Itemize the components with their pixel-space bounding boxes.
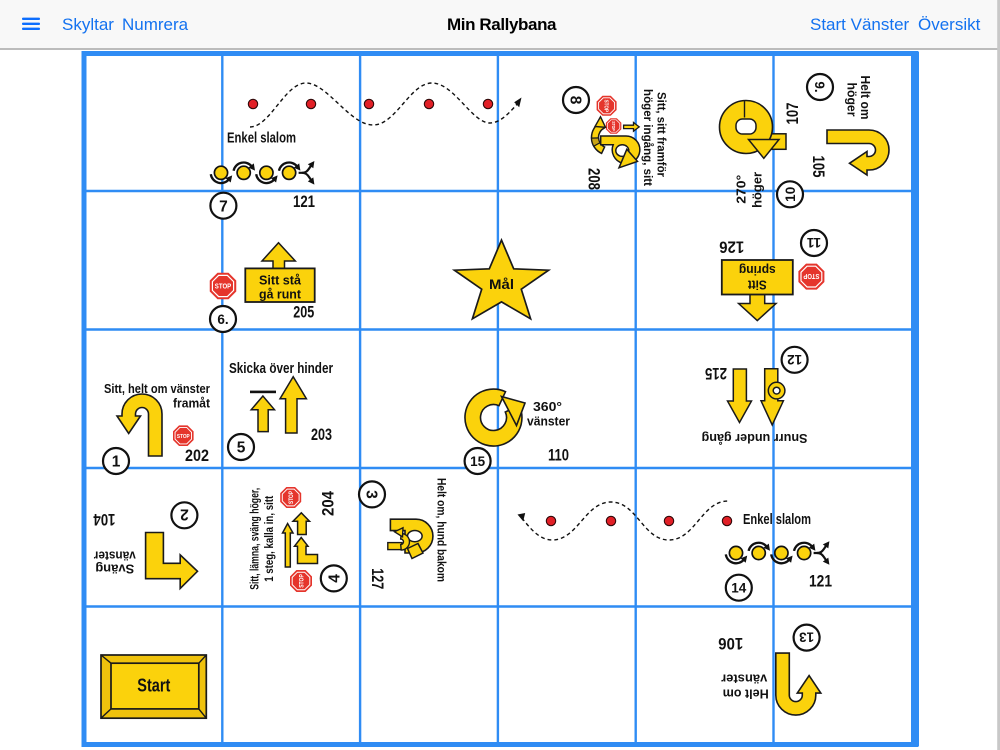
svg-text:205: 205 bbox=[293, 303, 314, 321]
svg-text:215: 215 bbox=[705, 364, 727, 382]
svg-text:vänster: vänster bbox=[94, 548, 136, 563]
svg-text:9.: 9. bbox=[812, 81, 827, 92]
svg-text:202: 202 bbox=[185, 447, 209, 465]
svg-text:11: 11 bbox=[806, 235, 821, 250]
svg-text:208: 208 bbox=[585, 168, 603, 190]
svg-text:126: 126 bbox=[719, 238, 744, 256]
svg-text:8: 8 bbox=[566, 96, 583, 105]
svg-text:13: 13 bbox=[799, 630, 815, 645]
svg-text:STOP: STOP bbox=[215, 282, 231, 291]
svg-text:270°: 270° bbox=[734, 175, 749, 204]
svg-text:Sitt, lämna, sväng höger,: Sitt, lämna, sväng höger, bbox=[250, 488, 262, 590]
svg-text:121: 121 bbox=[293, 193, 315, 211]
svg-text:Enkel slalom: Enkel slalom bbox=[743, 511, 811, 528]
svg-text:2: 2 bbox=[180, 506, 189, 523]
svg-text:spring: spring bbox=[739, 263, 776, 278]
svg-text:gå runt: gå runt bbox=[259, 286, 302, 301]
svg-text:framåt: framåt bbox=[173, 396, 211, 411]
svg-text:vänster: vänster bbox=[721, 671, 767, 686]
svg-text:106: 106 bbox=[718, 634, 743, 652]
svg-text:10: 10 bbox=[783, 187, 798, 202]
svg-text:Helt om: Helt om bbox=[723, 686, 769, 701]
svg-text:104: 104 bbox=[93, 510, 116, 528]
svg-text:Sitt: Sitt bbox=[747, 278, 767, 293]
svg-text:STOP: STOP bbox=[803, 272, 819, 281]
svg-text:Skicka över hinder: Skicka över hinder bbox=[229, 361, 333, 377]
svg-text:Sitt stå: Sitt stå bbox=[259, 272, 302, 287]
svg-text:STOP: STOP bbox=[177, 434, 190, 440]
svg-text:107: 107 bbox=[784, 103, 802, 125]
svg-text:1: 1 bbox=[112, 454, 121, 471]
svg-text:vänster: vänster bbox=[527, 414, 570, 429]
svg-text:STOP: STOP bbox=[611, 121, 616, 131]
svg-text:STOP: STOP bbox=[603, 100, 609, 113]
svg-text:121: 121 bbox=[809, 573, 832, 591]
svg-text:Sitt, sitt framför: Sitt, sitt framför bbox=[654, 92, 668, 177]
svg-text:Sväng: Sväng bbox=[95, 561, 134, 576]
svg-text:7: 7 bbox=[219, 198, 228, 215]
svg-text:5: 5 bbox=[237, 440, 246, 457]
svg-text:105: 105 bbox=[809, 156, 827, 178]
svg-text:110: 110 bbox=[548, 447, 569, 465]
svg-text:Enkel slalom: Enkel slalom bbox=[227, 130, 296, 147]
svg-text:Start: Start bbox=[137, 675, 170, 696]
svg-text:6.: 6. bbox=[217, 312, 228, 327]
svg-text:4: 4 bbox=[326, 574, 343, 583]
svg-text:360°: 360° bbox=[533, 399, 562, 414]
svg-text:Snurr under gång: Snurr under gång bbox=[701, 431, 807, 446]
svg-text:3: 3 bbox=[362, 490, 379, 499]
svg-text:1 steg, kalla in, sitt: 1 steg, kalla in, sitt bbox=[264, 496, 276, 582]
svg-text:127: 127 bbox=[368, 568, 386, 589]
svg-text:höger ingång, sitt: höger ingång, sitt bbox=[641, 89, 655, 186]
svg-text:Helt om: Helt om bbox=[858, 76, 873, 120]
svg-text:15: 15 bbox=[470, 454, 486, 469]
svg-text:STOP: STOP bbox=[289, 491, 295, 504]
svg-text:höger: höger bbox=[845, 83, 860, 117]
svg-text:Sitt, helt om vänster: Sitt, helt om vänster bbox=[104, 381, 210, 396]
svg-text:204: 204 bbox=[319, 490, 337, 516]
svg-text:höger: höger bbox=[750, 172, 765, 208]
svg-text:12: 12 bbox=[787, 352, 802, 367]
svg-text:STOP: STOP bbox=[298, 574, 305, 588]
svg-text:Helt om, hund bakom: Helt om, hund bakom bbox=[435, 478, 447, 582]
svg-text:203: 203 bbox=[311, 426, 332, 444]
svg-text:Mål: Mål bbox=[489, 276, 514, 292]
svg-text:14: 14 bbox=[731, 581, 747, 596]
